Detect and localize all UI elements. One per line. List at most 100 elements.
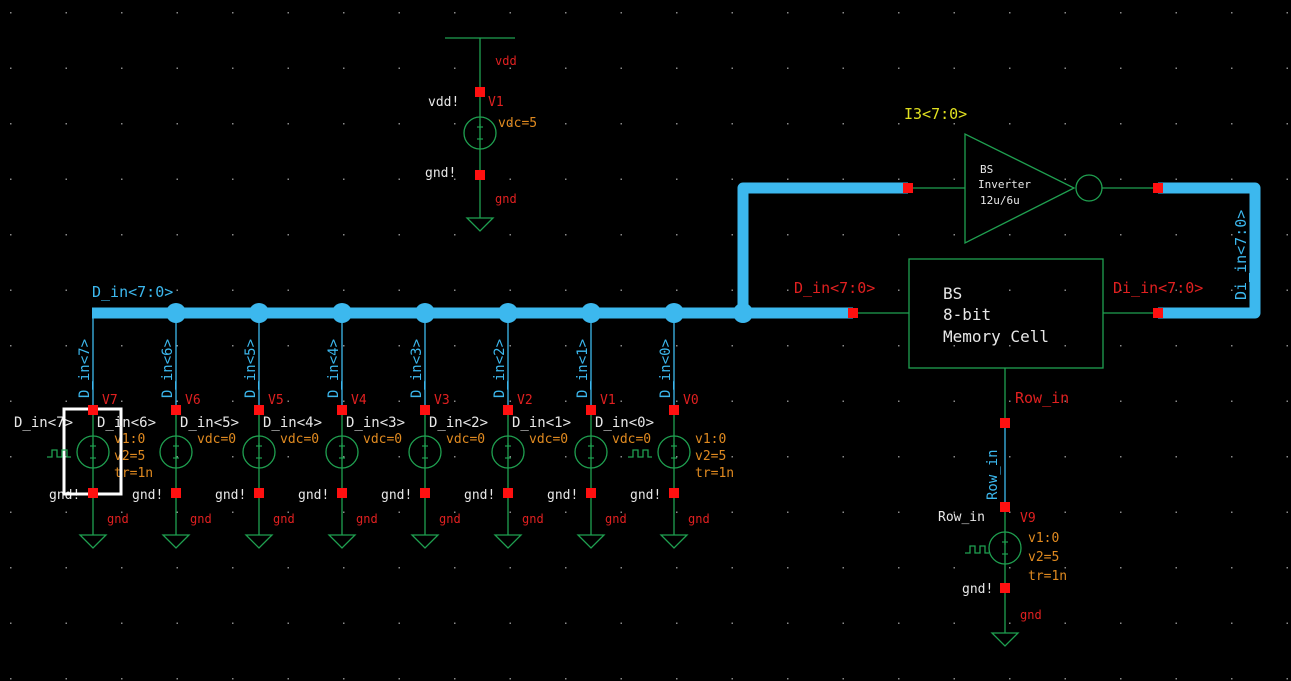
grid-dot xyxy=(10,289,12,291)
grid-dot xyxy=(731,678,733,680)
source-top-pin[interactable] xyxy=(337,405,347,415)
source-bottom-pin[interactable] xyxy=(88,488,98,498)
grid-dot xyxy=(842,234,844,236)
memory-output-pin[interactable] xyxy=(1153,308,1163,318)
grid-dot xyxy=(1064,456,1066,458)
grid-dot xyxy=(10,12,12,14)
grid-dot xyxy=(232,678,234,680)
source-net-label: D_in<7> xyxy=(14,415,73,431)
source-ground-label: gnd xyxy=(605,512,627,526)
source-bottom-pin[interactable] xyxy=(171,488,181,498)
grid-dot xyxy=(898,345,900,347)
vdd-pin[interactable] xyxy=(475,87,485,97)
grid-dot xyxy=(343,456,345,458)
grid-dot xyxy=(1231,234,1233,236)
row-in-pin[interactable] xyxy=(1000,418,1010,428)
supply-source-v1[interactable]: vdd vdd! V1 vdc=5 gnd! gnd xyxy=(425,37,537,218)
grid-dot xyxy=(454,289,456,291)
source-top-pin[interactable] xyxy=(171,405,181,415)
source-top-pin[interactable] xyxy=(420,405,430,415)
grid-dot xyxy=(953,678,955,680)
grid-dot xyxy=(509,12,511,14)
grid-dot xyxy=(176,567,178,569)
grid-dot xyxy=(65,67,67,69)
source-param: vdc=0 xyxy=(529,432,568,447)
source-v5-icon[interactable] xyxy=(242,435,276,469)
grid-dot xyxy=(1120,567,1122,569)
grid-dot xyxy=(842,67,844,69)
grid-dot xyxy=(898,289,900,291)
v9-top-pin[interactable] xyxy=(1000,502,1010,512)
grid-dot xyxy=(1175,289,1177,291)
source-v7-icon[interactable] xyxy=(76,435,110,469)
memory-cell[interactable]: BS 8-bit Memory Cell D_in<7:0> Di_in<7:0… xyxy=(794,210,1250,423)
source-top-pin[interactable] xyxy=(503,405,513,415)
v1-source-icon[interactable] xyxy=(463,116,497,150)
source-v2-icon[interactable] xyxy=(491,435,525,469)
pulse-waveform-icon xyxy=(628,449,652,458)
source-bottom-pin[interactable] xyxy=(254,488,264,498)
v9-gnd-pin-label: gnd! xyxy=(962,582,993,597)
grid-dot xyxy=(1231,567,1233,569)
grid-dot xyxy=(121,622,123,624)
source-array: D_in<7>V7D_in<7>v1:0v2=5tr=1ngnd!gndD_in… xyxy=(14,313,734,535)
ground-symbol-icon xyxy=(78,534,108,549)
memory-cell-output-label: Di_in<7:0> xyxy=(1113,279,1203,297)
inverter-output-pin[interactable] xyxy=(1153,183,1163,193)
grid-dot xyxy=(1231,456,1233,458)
source-v4-icon[interactable] xyxy=(325,435,359,469)
source-v6-icon[interactable] xyxy=(159,435,193,469)
row-source-v9[interactable]: Row_in Row_in V9 v1:0 v2=5 tr=1n gnd! gn… xyxy=(938,423,1067,633)
grid-dot xyxy=(121,178,123,180)
grid-dot xyxy=(953,12,955,14)
grid-dot xyxy=(731,567,733,569)
grid-dot xyxy=(1120,178,1122,180)
source-v0-icon[interactable] xyxy=(657,435,691,469)
source-top-pin[interactable] xyxy=(254,405,264,415)
grid-dot xyxy=(454,678,456,680)
source-bottom-pin[interactable] xyxy=(586,488,596,498)
source-bottom-pin[interactable] xyxy=(420,488,430,498)
grid-dot xyxy=(1064,234,1066,236)
source-bottom-pin[interactable] xyxy=(337,488,347,498)
grid-dot xyxy=(1009,511,1011,513)
bus-feedback-di-in[interactable] xyxy=(1158,182,1261,319)
source-gnd-pin-label: gnd! xyxy=(547,488,578,503)
source-top-pin[interactable] xyxy=(669,405,679,415)
grid-dot xyxy=(1175,178,1177,180)
source-v1-icon[interactable] xyxy=(574,435,608,469)
grid-dot xyxy=(176,678,178,680)
inverter-i3[interactable]: I3<7:0> BS Inverter 12u/6u xyxy=(904,105,1158,245)
grid-dot xyxy=(121,400,123,402)
grid-dot xyxy=(898,567,900,569)
source-ground-label: gnd xyxy=(688,512,710,526)
source-bottom-pin[interactable] xyxy=(669,488,679,498)
grid-dot xyxy=(620,456,622,458)
gnd-pin[interactable] xyxy=(475,170,485,180)
grid-dot xyxy=(1064,511,1066,513)
ground-symbol-icon xyxy=(990,632,1020,647)
source-ground-label: gnd xyxy=(356,512,378,526)
source-bottom-pin[interactable] xyxy=(503,488,513,498)
source-top-pin[interactable] xyxy=(88,405,98,415)
pulse-waveform-icon xyxy=(965,545,989,554)
source-top-pin[interactable] xyxy=(586,405,596,415)
source-gnd-pin-label: gnd! xyxy=(298,488,329,503)
grid-dot xyxy=(787,67,789,69)
grid-dot xyxy=(1064,567,1066,569)
grid-dot xyxy=(176,289,178,291)
grid-dot xyxy=(787,622,789,624)
grid-dot xyxy=(398,345,400,347)
v9-bottom-pin[interactable] xyxy=(1000,583,1010,593)
grid-dot xyxy=(898,678,900,680)
grid-dot xyxy=(509,456,511,458)
grid-dot xyxy=(176,12,178,14)
memory-input-pin[interactable] xyxy=(848,308,858,318)
grid-dot xyxy=(1120,345,1122,347)
inverter-input-pin[interactable] xyxy=(903,183,913,193)
v9-source-icon[interactable] xyxy=(988,531,1022,565)
bus-to-inverter[interactable] xyxy=(737,182,908,313)
source-v3-icon[interactable] xyxy=(408,435,442,469)
grid-dot xyxy=(565,678,567,680)
